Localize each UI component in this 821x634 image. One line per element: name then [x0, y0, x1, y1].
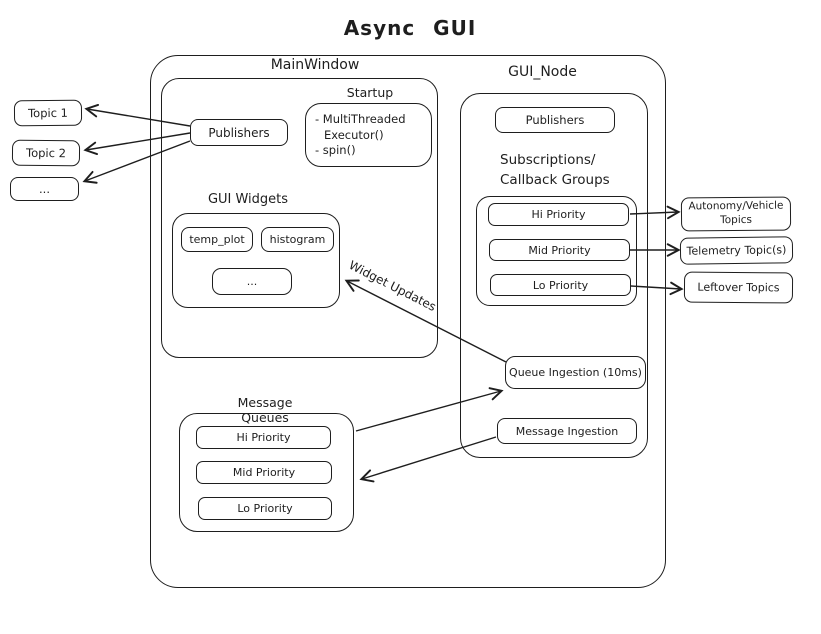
gui-node-box — [460, 93, 648, 458]
topic-1-box: Topic 1 — [13, 99, 83, 127]
autonomy-vehicle-topics-box: Autonomy/Vehicle Topics — [680, 196, 792, 232]
widget-ellipsis-label: ... — [246, 275, 258, 288]
message-queues-container — [179, 413, 354, 532]
gui-widgets-container — [172, 213, 340, 308]
widget-ellipsis-box: ... — [212, 268, 292, 295]
telemetry-topics-box: Telemetry Topic(s) — [679, 236, 794, 265]
gui-widgets-label: GUI Widgets — [207, 192, 289, 207]
topic-ellipsis-box: ... — [10, 177, 79, 201]
telemetry-topics-label: Telemetry Topic(s) — [686, 243, 787, 258]
queue-hi-priority-box: Hi Priority — [196, 426, 331, 449]
autonomy-vehicle-topics-label: Autonomy/Vehicle Topics — [688, 199, 784, 227]
subscription-lo-priority-label: Lo Priority — [532, 278, 589, 292]
subscription-lo-priority-box: Lo Priority — [490, 274, 631, 296]
queue-lo-priority-box: Lo Priority — [198, 497, 332, 520]
message-ingestion-box: Message Ingestion — [497, 418, 637, 444]
queue-ingestion-box: Queue Ingestion (10ms) — [505, 356, 646, 389]
queue-ingestion-label: Queue Ingestion (10ms) — [509, 366, 642, 379]
queue-hi-priority-label: Hi Priority — [236, 431, 291, 444]
main-window-publishers-label: Publishers — [208, 125, 270, 140]
gui-node-label: GUI_Node — [508, 64, 577, 80]
main-window-label: MainWindow — [270, 57, 360, 73]
startup-box — [305, 103, 432, 167]
main-window-publishers-box: Publishers — [190, 119, 288, 146]
widget-temp-plot-label: temp_plot — [189, 233, 245, 246]
startup-label: Startup — [346, 85, 394, 100]
message-ingestion-label: Message Ingestion — [515, 424, 619, 438]
gui-node-publishers-box: Publishers — [495, 107, 615, 133]
outer-container-box — [150, 55, 666, 588]
widget-histogram-box: histogram — [261, 227, 334, 252]
leftover-topics-label: Leftover Topics — [697, 280, 780, 295]
widget-temp-plot-box: temp_plot — [181, 227, 253, 252]
topic-ellipsis-label: ... — [39, 182, 50, 196]
leftover-topics-box: Leftover Topics — [683, 271, 794, 304]
subscription-mid-priority-box: Mid Priority — [489, 239, 630, 261]
subscription-hi-priority-box: Hi Priority — [488, 203, 629, 226]
startup-items: - MultiThreaded Executor() - spin() — [315, 112, 425, 159]
topic-2-box: Topic 2 — [11, 139, 81, 167]
topic-2-label: Topic 2 — [25, 145, 67, 161]
subscription-mid-priority-label: Mid Priority — [528, 243, 591, 257]
subscription-hi-priority-label: Hi Priority — [531, 208, 586, 221]
queue-lo-priority-label: Lo Priority — [237, 502, 293, 515]
queue-mid-priority-label: Mid Priority — [232, 466, 296, 479]
startup-item: - MultiThreaded Executor() — [315, 112, 406, 142]
diagram-title: Async GUI — [343, 16, 477, 40]
topic-1-label: Topic 1 — [27, 105, 69, 121]
queue-mid-priority-box: Mid Priority — [196, 461, 332, 484]
subscriptions-title: Subscriptions/ Callback Groups — [500, 152, 610, 188]
startup-item: - spin() — [315, 143, 356, 158]
main-window-box — [161, 78, 438, 358]
widget-histogram-label: histogram — [269, 233, 326, 246]
callback-groups-container — [476, 196, 637, 306]
gui-node-publishers-label: Publishers — [525, 113, 585, 127]
